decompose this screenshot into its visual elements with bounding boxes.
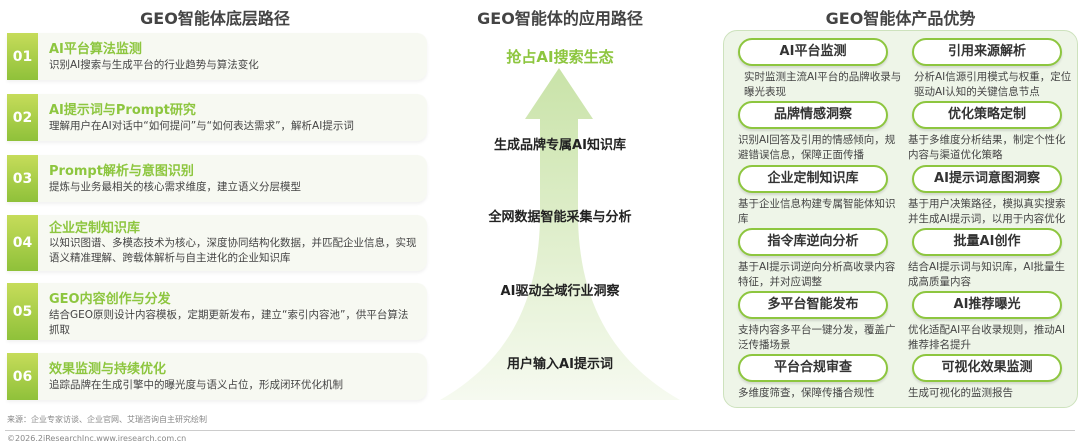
advantage-pill: 指令库逆向分析 bbox=[738, 228, 888, 256]
middle-title: GEO智能体的应用路径 bbox=[477, 9, 643, 28]
step-number: 01 bbox=[7, 33, 38, 80]
step-title: AI提示词与Prompt研究 bbox=[49, 103, 196, 118]
step-desc: 理解用户在AI对话中“如何提问”与“如何表达需求”，解析AI提示词 bbox=[49, 120, 354, 132]
step-title: AI平台算法监测 bbox=[49, 42, 142, 57]
step-number: 05 bbox=[7, 283, 38, 340]
step-desc: 追踪品牌在生成引擎中的曝光度与语义占位，形成闭环优化机制 bbox=[49, 379, 343, 391]
advantage-desc: 优化适配AI平台收录规则，推动AI推荐排名提升 bbox=[908, 324, 1066, 351]
advantage-desc: 识别AI回答及引用的情感倾向，规避错误信息，保障正面传播 bbox=[738, 134, 896, 161]
advantages-panel: AI平台监测 实时监测主流AI平台的品牌收录与曝光表现 引用来源解析 分析AI信… bbox=[723, 30, 1078, 408]
step-number: 04 bbox=[7, 215, 38, 271]
advantage-desc: 基于企业信息构建专属智能体知识库 bbox=[738, 198, 896, 225]
advantage-pill: 批量AI创作 bbox=[912, 228, 1062, 256]
step-title: Prompt解析与意图识别 bbox=[49, 164, 194, 179]
step-desc: 以知识图谱、多模态技术为核心，深度协同结构化数据，并匹配企业信息，实现语义精准理… bbox=[49, 237, 417, 264]
step-number: 02 bbox=[7, 94, 38, 141]
application-path: 抢占AI搜索生态 生成品牌专属AI知识库 全网数据智能采集与分析 AI驱动全域行… bbox=[440, 0, 680, 410]
left-title: GEO智能体底层路径 bbox=[140, 9, 290, 28]
advantage-desc: 支持内容多平台一键分发，覆盖广泛传播场景 bbox=[738, 324, 896, 351]
step-desc: 提炼与业务最相关的核心需求维度，建立语义分层模型 bbox=[49, 181, 301, 193]
advantage-desc: 实时监测主流AI平台的品牌收录与曝光表现 bbox=[744, 71, 902, 98]
step-title: 企业定制知识库 bbox=[49, 221, 141, 236]
advantage-pill: 引用来源解析 bbox=[912, 38, 1062, 66]
advantage-desc: 分析AI信源引用模式与权重，定位驱动AI认知的关键信息节点 bbox=[914, 71, 1072, 98]
divider bbox=[5, 430, 1075, 431]
advantage-desc: 多维度筛查，保障传播合规性 bbox=[738, 387, 875, 399]
right-title: GEO智能体产品优势 bbox=[825, 9, 976, 28]
advantage-pill: 品牌情感洞察 bbox=[738, 101, 888, 129]
source-note: 来源：企业专家访谈、企业官网、艾瑞咨询自主研究绘制 bbox=[7, 415, 207, 424]
step-desc: 识别AI搜索与生成平台的行业趋势与算法变化 bbox=[49, 59, 259, 71]
goal-label: 抢占AI搜索生态 bbox=[506, 48, 614, 66]
step-title: 效果监测与持续优化 bbox=[49, 362, 167, 377]
path-step: 全网数据智能采集与分析 bbox=[488, 210, 632, 225]
advantage-desc: 基于多维度分析结果，制定个性化内容与渠道优化策略 bbox=[908, 134, 1066, 161]
copyright: ©2026.2iResearchInc.www.iresearch.com.cn bbox=[7, 434, 187, 443]
advantage-pill: AI提示词意图洞察 bbox=[912, 165, 1062, 193]
advantage-pill: 可视化效果监测 bbox=[912, 354, 1062, 382]
advantage-pill: 优化策略定制 bbox=[912, 101, 1062, 129]
advantage-desc: 基于用户决策路径，模拟真实搜索并生成AI提示词，以用于内容优化 bbox=[908, 198, 1066, 225]
path-step: 生成品牌专属AI知识库 bbox=[494, 138, 626, 153]
advantage-desc: 生成可视化的监测报告 bbox=[908, 387, 1013, 399]
path-item-03: 03 Prompt解析与意图识别提炼与业务最相关的核心需求维度，建立语义分层模型 bbox=[7, 155, 427, 202]
step-title: GEO内容创作与分发 bbox=[49, 292, 171, 307]
up-arrow-icon bbox=[440, 68, 680, 400]
path-item-05: 05 GEO内容创作与分发结合GEO原则设计内容模板，定期更新发布，建立“索引内容… bbox=[7, 283, 427, 340]
advantage-pill: 平台合规审查 bbox=[738, 354, 888, 382]
step-number: 03 bbox=[7, 155, 38, 202]
path-item-01: 01 AI平台算法监测识别AI搜索与生成平台的行业趋势与算法变化 bbox=[7, 33, 427, 80]
path-item-02: 02 AI提示词与Prompt研究理解用户在AI对话中“如何提问”与“如何表达需求… bbox=[7, 94, 427, 141]
path-item-06: 06 效果监测与持续优化追踪品牌在生成引擎中的曝光度与语义占位，形成闭环优化机制 bbox=[7, 353, 427, 400]
advantage-pill: 企业定制知识库 bbox=[738, 165, 888, 193]
advantage-pill: AI推荐曝光 bbox=[912, 291, 1062, 319]
step-number: 06 bbox=[7, 353, 38, 400]
advantage-pill: AI平台监测 bbox=[738, 38, 888, 66]
path-step: 用户输入AI提示词 bbox=[507, 357, 613, 372]
path-item-04: 04 企业定制知识库以知识图谱、多模态技术为核心，深度协同结构化数据，并匹配企业信… bbox=[7, 215, 427, 271]
advantage-desc: 基于AI提示词逆向分析高收录内容特征，并对应调整 bbox=[738, 261, 896, 288]
advantage-pill: 多平台智能发布 bbox=[738, 291, 888, 319]
advantage-desc: 结合AI提示词与知识库，AI批量生成高质量内容 bbox=[908, 261, 1066, 288]
path-step: AI驱动全域行业洞察 bbox=[500, 284, 620, 299]
step-desc: 结合GEO原则设计内容模板，定期更新发布，建立“索引内容池”，供平台算法抓取 bbox=[49, 309, 409, 336]
